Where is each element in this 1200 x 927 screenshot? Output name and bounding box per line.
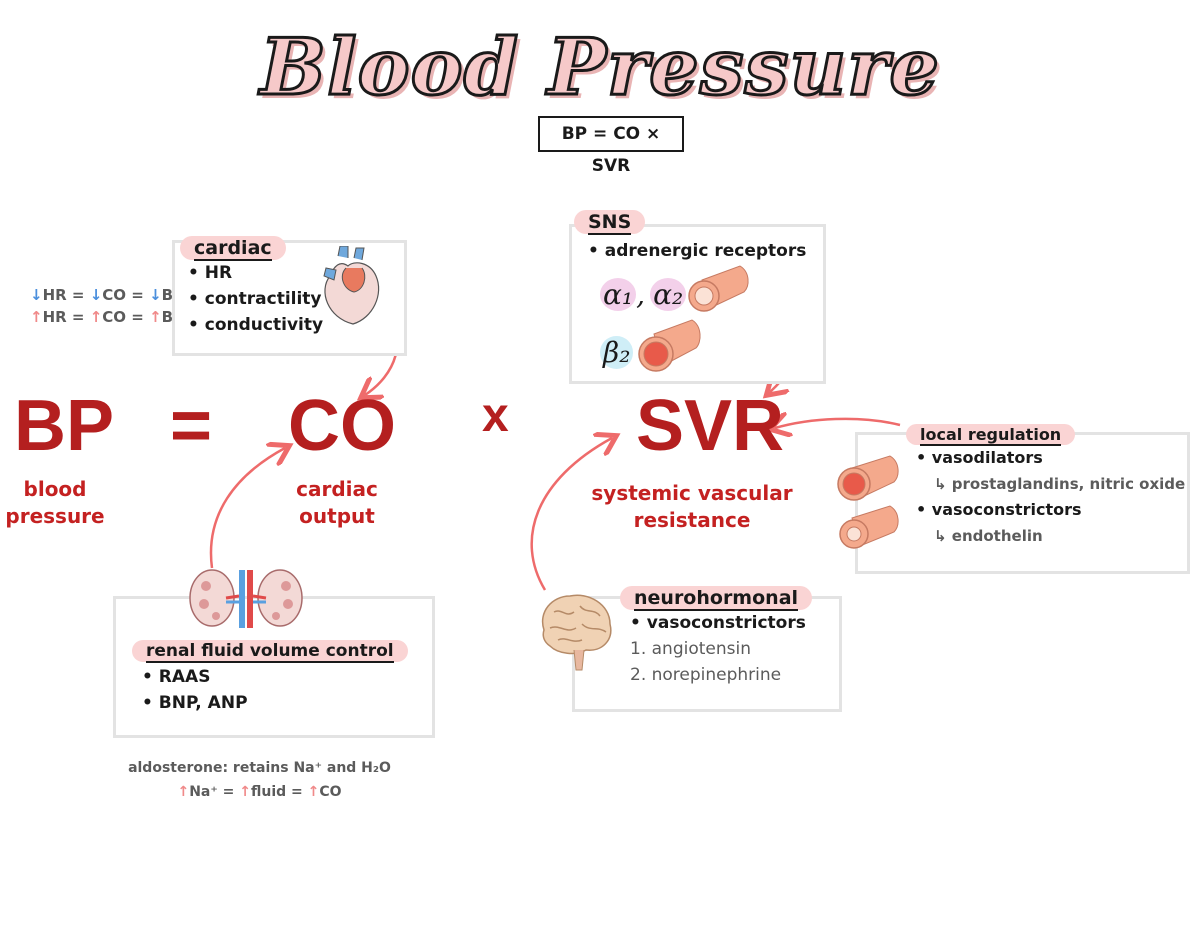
vasoconstrictors-examples: ↳ endothelin — [934, 527, 1043, 545]
cardiac-item: • HR — [188, 263, 233, 283]
local-regulation-content: local regulation • vasodilators ↳ prosta… — [906, 424, 1185, 549]
hr-notes: ↓HR = ↓CO = ↓BP ↑HR = ↑CO = ↑BP — [30, 284, 184, 328]
cardiac-tag-label: cardiac — [194, 237, 272, 261]
arrow-local-to-svr — [775, 419, 901, 428]
note-text: Na⁺ = — [189, 784, 240, 800]
cardiac-item: • contractility — [188, 289, 322, 309]
blood-vessel-icon — [837, 455, 899, 501]
vasodilators-item: • vasodilators — [916, 448, 1043, 467]
times-sign: x — [482, 389, 509, 442]
cardiac-content: cardiac • HR • contractility • conductiv… — [180, 236, 323, 338]
up-arrow-icon: ↑ — [30, 308, 43, 326]
arrow-renal-to-co — [209, 448, 285, 569]
note-text: fluid = — [250, 784, 308, 800]
bp-subtitle: blood pressure — [0, 476, 110, 530]
note-text: HR = — [42, 308, 90, 326]
neuro-sub-item: 1. angiotensin — [630, 639, 751, 659]
up-arrow-icon: ↑ — [89, 308, 103, 326]
note-text: CO = — [102, 308, 150, 326]
sodium-fluid-note: ↑Na⁺ = ↑fluid = ↑CO — [112, 780, 407, 804]
heart-icon — [323, 246, 380, 325]
renal-tag-label: renal fluid volume control — [146, 641, 394, 663]
sns-content: SNS • adrenergic receptors — [574, 210, 806, 264]
kidneys-icon — [189, 569, 303, 628]
note-text: CO = — [102, 286, 150, 304]
alpha-receptors: α₁, α₂ — [600, 278, 687, 311]
svr-label: SVR — [636, 386, 785, 466]
neuro-sub-item: 2. norepinephrine — [630, 665, 782, 685]
comma: , — [636, 278, 646, 311]
vasodilators-examples: ↳ prostaglandins, nitric oxide — [934, 475, 1186, 493]
alpha2-label: α₂ — [650, 278, 687, 311]
hr-note-increase: ↑HR = ↑CO = ↑BP — [30, 306, 184, 328]
bp-label: BP — [14, 386, 115, 466]
note-text: CO — [319, 784, 342, 800]
co-sub-line: output — [299, 504, 375, 528]
sns-item: • adrenergic receptors — [588, 241, 807, 261]
renal-item: • BNP, ANP — [142, 693, 248, 713]
up-arrow-icon: ↑ — [177, 784, 190, 800]
beta2-label: β₂ — [600, 336, 634, 369]
aldosterone-text: aldosterone: retains Na⁺ and H₂O — [128, 760, 391, 776]
svr-sub-line: resistance — [633, 508, 751, 532]
equals-sign: = — [170, 386, 213, 466]
local-regulation-tag: local regulation — [906, 424, 1076, 446]
blood-vessel-icon — [638, 319, 701, 372]
up-arrow-icon: ↑ — [149, 308, 162, 326]
up-arrow-icon: ↑ — [239, 784, 251, 800]
formula-box: BP = CO × SVR — [538, 116, 684, 176]
svr-sub-line: systemic vascular — [591, 481, 793, 505]
sns-tag-label: SNS — [588, 211, 632, 235]
blood-vessel-icon — [688, 265, 749, 312]
arrow-neuro-to-svr — [530, 438, 612, 591]
sns-tag: SNS — [574, 210, 646, 235]
cardiac-item: • conductivity — [188, 315, 324, 335]
vasoconstrictors-item: • vasoconstrictors — [916, 500, 1082, 519]
neurohormonal-tag: neurohormonal — [620, 586, 813, 611]
cardiac-tag: cardiac — [180, 236, 286, 261]
hr-note-decrease: ↓HR = ↓CO = ↓BP — [30, 284, 184, 306]
local-regulation-box — [855, 432, 1190, 574]
neurohormonal-box — [572, 596, 842, 712]
down-arrow-icon: ↓ — [89, 286, 103, 304]
neurohormonal-content: neurohormonal • vasoconstrictors 1. angi… — [620, 586, 813, 688]
co-sub-line: cardiac — [296, 477, 378, 501]
alpha1-label: α₁ — [600, 278, 637, 311]
svr-subtitle: systemic vascular resistance — [580, 480, 804, 534]
blood-vessel-icon — [839, 505, 899, 549]
bp-sub-line: pressure — [5, 504, 105, 528]
renal-item: • RAAS — [142, 667, 211, 687]
bp-sub-line: blood — [23, 477, 87, 501]
co-label: CO — [288, 386, 396, 466]
page-title: Blood Pressure — [259, 21, 941, 115]
neuro-item: • vasoconstrictors — [630, 613, 806, 633]
up-arrow-icon: ↑ — [307, 784, 320, 800]
local-tag-label: local regulation — [920, 425, 1062, 446]
down-arrow-icon: ↓ — [30, 286, 43, 304]
note-text: HR = — [42, 286, 90, 304]
co-subtitle: cardiac output — [282, 476, 392, 530]
renal-content: renal fluid volume control • RAAS • BNP,… — [132, 640, 408, 716]
brain-icon — [541, 594, 612, 671]
renal-tag: renal fluid volume control — [132, 640, 408, 663]
neuro-tag-label: neurohormonal — [634, 587, 799, 611]
aldosterone-note: aldosterone: retains Na⁺ and H₂O ↑Na⁺ = … — [112, 756, 407, 804]
down-arrow-icon: ↓ — [149, 286, 162, 304]
beta-receptor: β₂ — [600, 336, 634, 369]
